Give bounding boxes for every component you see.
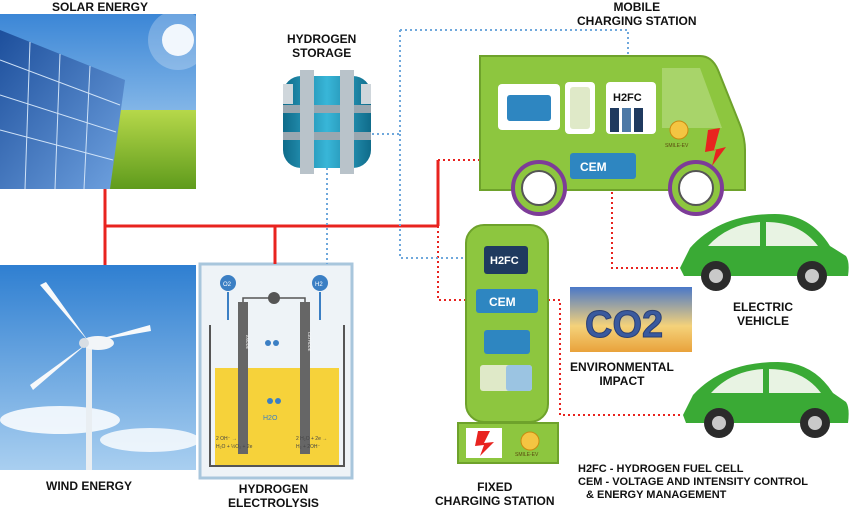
fixed-brand-label: SMILE-EV: [515, 452, 539, 458]
fixed-cem-label: CEM: [489, 295, 516, 309]
electric-vehicle-bottom: [683, 362, 849, 438]
van-brand-label: SMILE-EV: [665, 143, 689, 149]
left-equation-1: 2 OH⁻ →: [216, 436, 237, 442]
hydrogen-storage-tank: [283, 70, 371, 174]
co2-text: CO2: [585, 304, 663, 346]
water-label: H2O: [263, 415, 278, 422]
solar-energy-label: SOLAR ENERGY: [52, 0, 149, 14]
co2-image: CO2: [570, 287, 692, 352]
power-bus: [103, 160, 440, 265]
legend-energy-management: & ENERGY MANAGEMENT: [586, 489, 727, 501]
mobile-charging-van: [479, 55, 746, 216]
fixed-h2fc-label: H2FC: [490, 255, 519, 267]
cathode-label: CATHODE: [307, 332, 312, 352]
anode-label: ANODE: [245, 335, 250, 350]
legend-h2fc: H2FC - HYDROGEN FUEL CELL: [578, 463, 744, 475]
legend-cem: CEM - VOLTAGE AND INTENSITY CONTROL: [578, 476, 808, 488]
wind-turbine-image: [0, 265, 200, 470]
legend: H2FC - HYDROGEN FUEL CELL CEM - VOLTAGE …: [578, 463, 808, 502]
left-equation-2: H₂O + ½O₂ + 2e: [216, 443, 253, 450]
solar-panel-image: [0, 10, 208, 190]
right-equation-1: 2 H₂O + 2e →: [296, 436, 327, 442]
van-cem-label: CEM: [580, 160, 607, 174]
van-h2fc-label: H2FC: [613, 92, 642, 104]
electrolysis-cell: [198, 262, 354, 480]
wind-energy-label: WIND ENERGY: [46, 479, 133, 493]
electric-vehicle-top: [680, 214, 849, 291]
hydrogen-lines: [326, 29, 629, 264]
fixed-charging-station: [457, 224, 559, 464]
o2-label: O2: [223, 282, 232, 288]
h2-label: H2: [315, 282, 323, 288]
right-equation-2: H₂ + 2OH⁻: [296, 444, 321, 450]
